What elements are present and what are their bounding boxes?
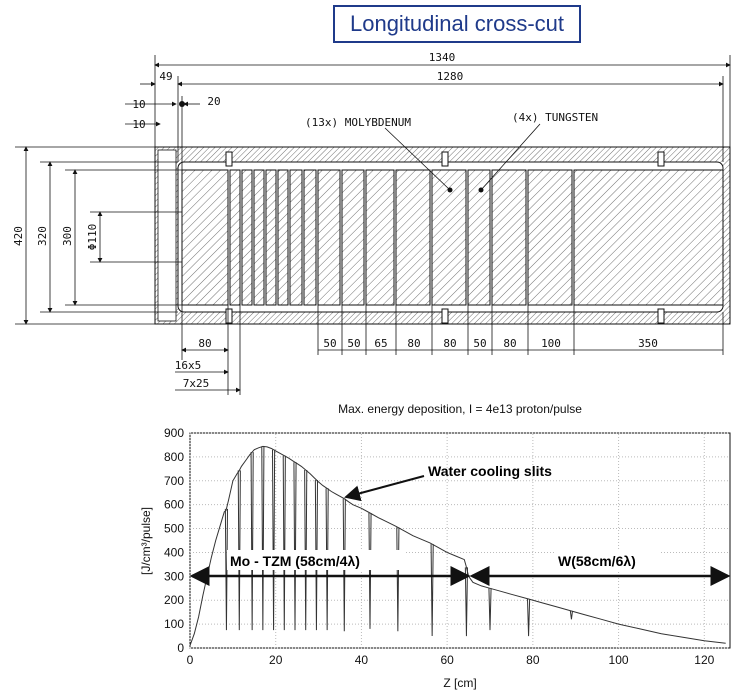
y-tick-labels: 0 100 200 300 400 500 600 700 800 900 (164, 426, 184, 655)
cooling-slit-dip (293, 462, 297, 631)
cooling-slit-dip (396, 527, 400, 632)
y-tick-label-9: 900 (164, 426, 184, 440)
dim-300: 300 (61, 226, 74, 246)
x-tick-label-0: 0 (187, 653, 194, 667)
dim-80-left: 80 (198, 337, 211, 350)
left-dimensions (15, 146, 182, 325)
x-tick-label-6: 120 (694, 653, 714, 667)
energy-deposition-line (189, 445, 726, 646)
dim-seg-2: 65 (374, 337, 387, 350)
dim-320: 320 (36, 226, 49, 246)
y-tick-label-1: 100 (164, 617, 184, 631)
label-molybdenum: (13x) MOLYBDENUM (305, 116, 411, 129)
chart-grid (189, 432, 730, 649)
cooling-slit-dip (261, 446, 265, 631)
label-tungsten: (4x) TUNGSTEN (512, 111, 598, 124)
x-tick-label-3: 60 (440, 653, 454, 667)
chart-title: Max. energy deposition, I = 4e13 proton/… (338, 402, 582, 416)
dim-1280: 1280 (437, 70, 464, 83)
cooling-slit-dip (224, 508, 228, 631)
cooling-slit-dip (342, 498, 346, 632)
y-tick-label-6: 600 (164, 498, 184, 512)
cooling-slits (224, 446, 573, 637)
cooling-slit-dip (314, 479, 318, 631)
slits-arrow (344, 475, 425, 502)
w-label-bg (555, 550, 660, 570)
cooling-slit-dip (527, 599, 531, 637)
top-dimensions (125, 55, 731, 170)
y-tick-label-5: 500 (164, 522, 184, 536)
cooling-slit-dip (250, 452, 254, 631)
cooling-slit-dip (325, 488, 329, 631)
y-tick-label-8: 800 (164, 450, 184, 464)
dim-7x25: 7x25 (183, 377, 210, 390)
y-tick-label-0: 0 (177, 641, 184, 655)
mo-label-bg (227, 550, 405, 570)
cooling-slit-dip (368, 513, 372, 629)
dim-seg-1: 50 (347, 337, 360, 350)
y-tick-label-4: 400 (164, 545, 184, 559)
bottom-dimensions (175, 305, 724, 395)
y-axis-label: [J/cm³/pulse] (139, 507, 153, 575)
plot-frame (189, 432, 731, 649)
cooling-slit-dip (237, 470, 241, 631)
support-pins (225, 151, 665, 324)
dim-phi110: Φ110 (86, 224, 99, 251)
cooling-slit-dip (272, 449, 276, 631)
dim-seg-6: 80 (503, 337, 516, 350)
dim-49: 49 (159, 70, 172, 83)
x-tick-labels: 0 20 40 60 80 100 120 (187, 653, 715, 667)
dim-seg-3: 80 (407, 337, 420, 350)
x-tick-label-5: 100 (609, 653, 629, 667)
annotation-mo: Mo - TZM (58cm/4λ) (230, 553, 360, 569)
cooling-slit-dip (430, 544, 434, 637)
dim-20: 20 (207, 95, 220, 108)
x-tick-label-1: 20 (269, 653, 283, 667)
dim-10-a: 10 (132, 98, 145, 111)
y-tick-label-2: 200 (164, 593, 184, 607)
y-tick-label-7: 700 (164, 474, 184, 488)
cooling-slit-dip (488, 588, 492, 631)
cooling-slit-dip (304, 470, 308, 631)
dim-420: 420 (12, 226, 25, 246)
dim-seg-7: 100 (541, 337, 561, 350)
x-tick-label-2: 40 (355, 653, 369, 667)
cooling-slit-dip (569, 610, 573, 620)
y-tick-label-3: 300 (164, 569, 184, 583)
dim-1340: 1340 (429, 51, 456, 64)
target-blocks (181, 169, 724, 306)
dim-16x5: 16x5 (175, 359, 202, 372)
dim-seg-5: 50 (473, 337, 486, 350)
material-leaders (384, 123, 541, 191)
cooling-slit-dip (464, 567, 468, 637)
annotation-w: W(58cm/6λ) (558, 553, 636, 569)
cross-section-drawing: 1340 1280 49 10 20 10 (13x) MOLYBDENUM (… (12, 51, 731, 395)
dim-seg-4: 80 (443, 337, 456, 350)
dim-10-b: 10 (132, 118, 145, 131)
x-tick-label-4: 80 (526, 653, 540, 667)
cooling-slit-dip (282, 455, 286, 631)
diagram-title: Longitudinal cross-cut (333, 5, 581, 43)
dim-seg-0: 50 (323, 337, 336, 350)
x-axis-label: Z [cm] (443, 676, 476, 690)
annotation-slits: Water cooling slits (428, 463, 552, 479)
dim-seg-8: 350 (638, 337, 658, 350)
